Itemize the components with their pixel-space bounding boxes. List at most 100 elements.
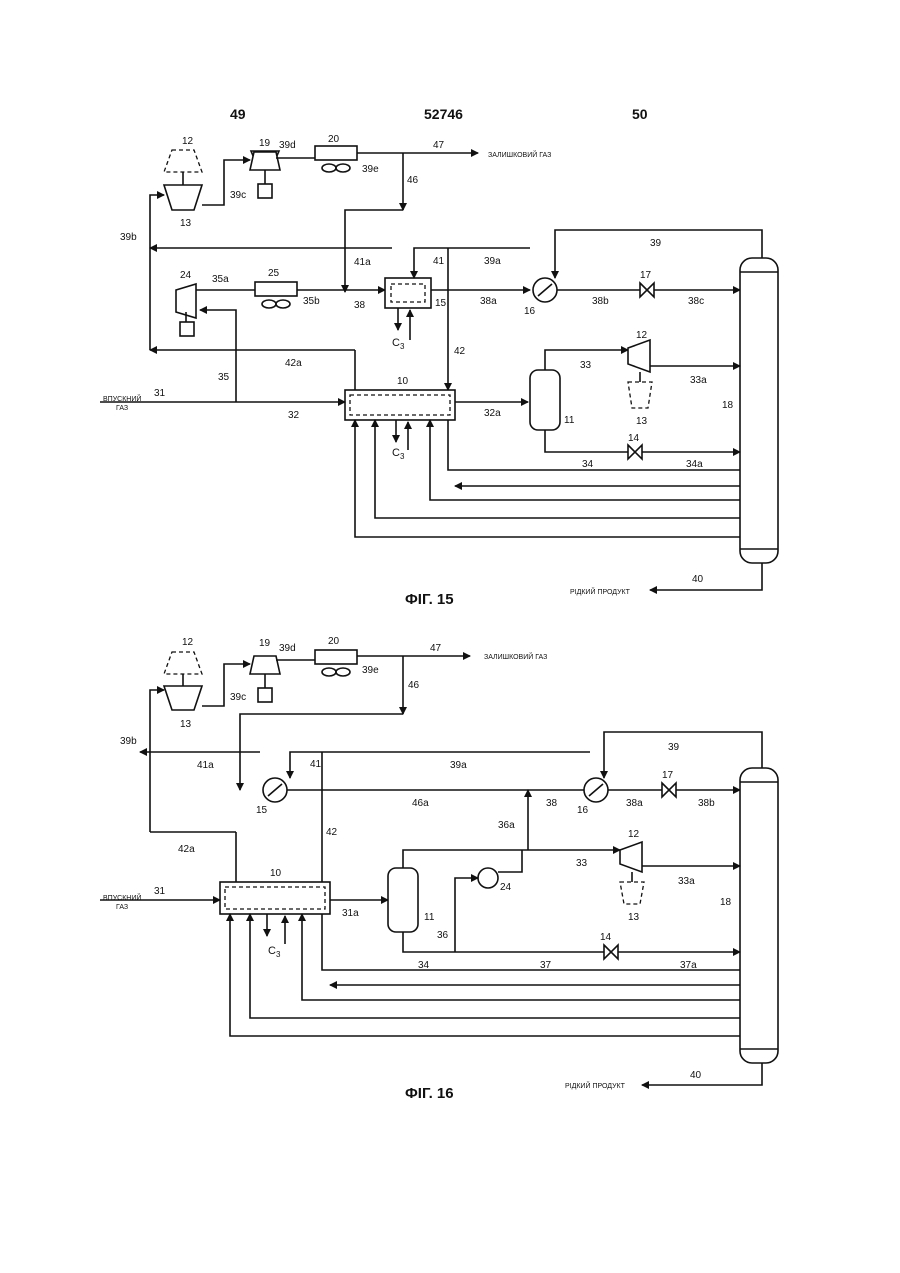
- figure-15-caption: ФІГ. 15: [405, 591, 454, 608]
- ref-24: 24: [500, 882, 512, 893]
- ref-12: 12: [182, 637, 194, 648]
- ref-47: 47: [430, 643, 442, 654]
- ref-33: 33: [576, 858, 588, 869]
- compressor-12-fig16: [164, 652, 202, 710]
- ref-18: 18: [722, 400, 734, 411]
- ref-36a: 36a: [498, 820, 515, 831]
- ref-38: 38: [354, 300, 366, 311]
- ref-32: 32: [288, 410, 300, 421]
- ref-11: 11: [564, 415, 575, 426]
- ref-10: 10: [397, 376, 409, 387]
- ref-38b: 38b: [698, 798, 715, 809]
- inlet-gas-label-2: ГАЗ: [116, 405, 128, 412]
- ref-33a: 33a: [678, 876, 695, 887]
- ref-14: 14: [628, 433, 640, 444]
- inlet-gas-label-2: ГАЗ: [116, 904, 128, 911]
- ref-38a: 38a: [480, 296, 497, 307]
- ref-13: 13: [180, 719, 192, 730]
- ref-10: 10: [270, 868, 282, 879]
- c3-label: C3: [268, 945, 281, 959]
- ref-41a: 41a: [197, 760, 214, 771]
- ref-15: 15: [256, 805, 268, 816]
- ref-38b: 38b: [592, 296, 609, 307]
- compressor-19-fig15: [250, 151, 280, 198]
- expander-12-fig15: [628, 340, 650, 372]
- ref-13: 13: [180, 218, 192, 229]
- compressor-19-fig16: [250, 656, 280, 702]
- cooler-25-fig15: [255, 282, 297, 308]
- residue-gas-label: ЗАЛИШКОВИЙ ГАЗ: [484, 652, 547, 661]
- ref-35: 35: [218, 372, 230, 383]
- ref-46a: 46a: [412, 798, 429, 809]
- ref-17: 17: [640, 270, 652, 281]
- ref-12b: 12: [628, 829, 640, 840]
- ref-31: 31: [154, 388, 166, 399]
- ref-39c: 39c: [230, 190, 246, 201]
- separator-11-fig15: [530, 370, 560, 430]
- ref-34a: 34a: [686, 459, 703, 470]
- ref-40: 40: [692, 574, 704, 585]
- ref-12b: 12: [636, 330, 648, 341]
- ref-11: 11: [424, 912, 435, 923]
- ref-33: 33: [580, 360, 592, 371]
- compressor-12-fig15: [164, 150, 202, 210]
- ref-38c: 38c: [688, 296, 704, 307]
- figure-16-caption: ФІГ. 16: [405, 1085, 454, 1102]
- ref-38: 38: [546, 798, 558, 809]
- valve-17-fig15: [640, 283, 654, 297]
- inlet-gas-label-1: ВПУСКНИЙ: [103, 394, 141, 403]
- ref-13b: 13: [636, 416, 648, 427]
- ref-15: 15: [435, 298, 447, 309]
- residue-gas-label: ЗАЛИШКОВИЙ ГАЗ: [488, 150, 551, 159]
- ref-42a: 42a: [285, 358, 302, 369]
- c3-label-a: C3: [392, 337, 405, 351]
- ref-46: 46: [408, 680, 420, 691]
- heat-exchanger-15-fig15: [385, 278, 431, 308]
- ref-36: 36: [437, 930, 449, 941]
- ref-34: 34: [582, 459, 594, 470]
- ref-39c: 39c: [230, 692, 246, 703]
- ref-39d: 39d: [279, 140, 296, 151]
- ref-25: 25: [268, 268, 280, 279]
- separator-11-fig16: [388, 868, 418, 932]
- ref-38a: 38a: [626, 798, 643, 809]
- ref-20: 20: [328, 636, 340, 647]
- figure-16: 12 19 39d 20 47 ЗАЛИШКОВИЙ ГАЗ 39c 39e 1…: [100, 636, 778, 1102]
- ref-41: 41: [310, 759, 322, 770]
- liquid-product-label: РІДКИЙ ПРОДУКТ: [565, 1081, 626, 1090]
- ref-33a: 33a: [690, 375, 707, 386]
- cooler-20-fig16: [315, 650, 357, 676]
- ref-17: 17: [662, 770, 674, 781]
- column-18-fig16: [740, 768, 778, 1063]
- ref-39a: 39a: [450, 760, 467, 771]
- ref-13b: 13: [628, 912, 640, 923]
- ref-31: 31: [154, 886, 166, 897]
- ref-14: 14: [600, 932, 612, 943]
- ref-40: 40: [690, 1070, 702, 1081]
- ref-20: 20: [328, 134, 340, 145]
- ref-39a: 39a: [484, 256, 501, 267]
- ref-39b: 39b: [120, 736, 137, 747]
- ref-18: 18: [720, 897, 732, 908]
- ref-39d: 39d: [279, 643, 296, 654]
- figure-15: 12 13 19 39d 20 47 ЗАЛИШКОВИЙ ГАЗ 39c 39…: [100, 134, 778, 608]
- ref-31a: 31a: [342, 908, 359, 919]
- ref-39e: 39e: [362, 164, 379, 175]
- ref-39: 39: [668, 742, 680, 753]
- ref-42: 42: [326, 827, 338, 838]
- ref-39e: 39e: [362, 665, 379, 676]
- liquid-product-label: РІДКИЙ ПРОДУКТ: [570, 587, 631, 596]
- compressor-24-fig15: [176, 284, 196, 336]
- ref-37: 37: [540, 960, 552, 971]
- ref-24: 24: [180, 270, 192, 281]
- ref-46: 46: [407, 175, 419, 186]
- ref-39b: 39b: [120, 232, 137, 243]
- c3-label-b: C3: [392, 447, 405, 461]
- ref-41a: 41a: [354, 257, 371, 268]
- ref-42: 42: [454, 346, 466, 357]
- ref-16: 16: [577, 805, 589, 816]
- ref-35b: 35b: [303, 296, 320, 307]
- ref-19: 19: [259, 638, 271, 649]
- cooler-20-fig15: [315, 146, 357, 172]
